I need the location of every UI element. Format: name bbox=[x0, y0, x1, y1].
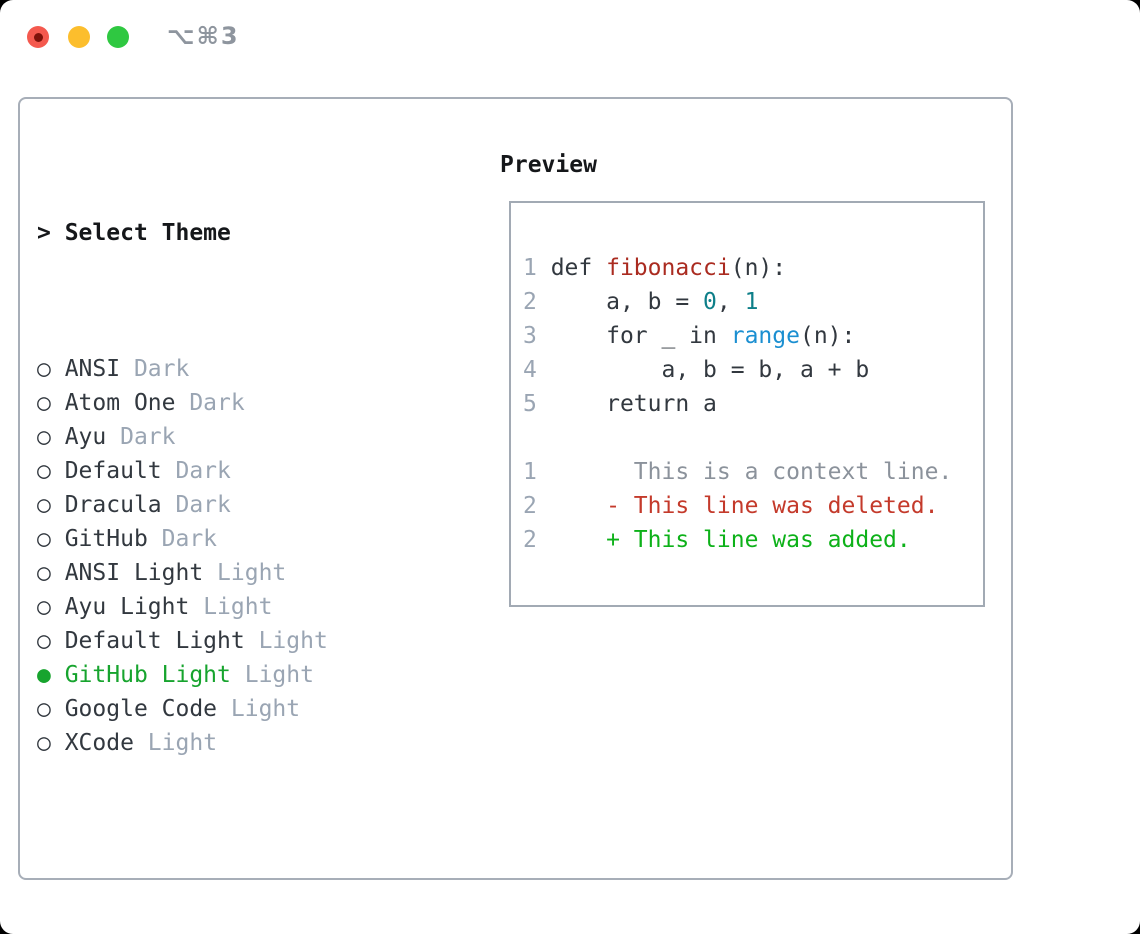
theme-settings-panel: >Select Theme ○ ANSI Dark○ Atom One Dark… bbox=[18, 97, 1013, 880]
code-token-plain: def bbox=[550, 255, 607, 281]
radio-unselected-icon: ○ bbox=[37, 730, 51, 756]
code-token-plain: for _ in bbox=[550, 323, 731, 349]
line-number: 2 bbox=[523, 289, 551, 315]
spacer bbox=[37, 862, 425, 896]
theme-selector-column: >Select Theme ○ ANSI Dark○ Atom One Dark… bbox=[37, 148, 425, 934]
theme-variant: Dark bbox=[106, 424, 176, 450]
theme-variant: Light bbox=[189, 594, 273, 620]
select-theme-title: Select Theme bbox=[64, 220, 231, 246]
radio-unselected-icon: ○ bbox=[37, 424, 51, 450]
theme-option-google-code[interactable]: ○ Google Code Light bbox=[37, 692, 425, 726]
diff-line-added: 2 + This line was added. bbox=[523, 523, 952, 557]
radio-unselected-icon: ○ bbox=[37, 492, 51, 518]
theme-name: GitHub Light bbox=[50, 662, 231, 688]
theme-name: Ayu bbox=[50, 424, 107, 450]
code-line: 1 def fibonacci(n): bbox=[523, 251, 952, 285]
theme-variant: Dark bbox=[147, 526, 218, 552]
theme-variant: Dark bbox=[161, 492, 231, 518]
spacer bbox=[523, 421, 952, 455]
minimize-button[interactable] bbox=[68, 26, 90, 48]
radio-unselected-icon: ○ bbox=[37, 560, 51, 586]
theme-list: ○ ANSI Dark○ Atom One Dark○ Ayu Dark○ De… bbox=[37, 352, 425, 760]
theme-name: GitHub bbox=[50, 526, 148, 552]
preview-title: Preview bbox=[500, 152, 597, 178]
radio-unselected-icon: ○ bbox=[37, 458, 51, 484]
code-token-plain: a, b = bbox=[550, 289, 704, 315]
code-token-plain: a, b = b, a + b bbox=[550, 357, 870, 383]
theme-name: ANSI Light bbox=[50, 560, 204, 586]
code-line: 3 for _ in range(n): bbox=[523, 319, 952, 353]
theme-option-xcode[interactable]: ○ XCode Light bbox=[37, 726, 425, 760]
theme-name: ANSI bbox=[50, 356, 121, 382]
code-line: 4 a, b = b, a + b bbox=[523, 353, 952, 387]
theme-name: Default bbox=[50, 458, 162, 484]
radio-unselected-icon: ○ bbox=[37, 390, 51, 416]
code-token-plain: return a bbox=[550, 391, 717, 417]
theme-variant: Dark bbox=[161, 458, 231, 484]
theme-option-ayu[interactable]: ○ Ayu Dark bbox=[37, 420, 425, 454]
radio-unselected-icon: ○ bbox=[37, 594, 51, 620]
code-token-number: 1 bbox=[744, 289, 759, 315]
diff-text: + This line was added. bbox=[550, 527, 911, 553]
titlebar[interactable]: ⌥⌘3 bbox=[0, 0, 1140, 76]
code-token-function: fibonacci bbox=[606, 255, 731, 281]
theme-option-github[interactable]: ○ GitHub Dark bbox=[37, 522, 425, 556]
theme-option-dracula[interactable]: ○ Dracula Dark bbox=[37, 488, 425, 522]
theme-variant: Light bbox=[133, 730, 218, 756]
diff-line-context: 1 This is a context line. bbox=[523, 455, 952, 489]
theme-name: Google Code bbox=[50, 696, 218, 722]
select-theme-header: > Select Theme bbox=[37, 216, 425, 250]
theme-option-github-light[interactable]: ● GitHub Light Light bbox=[37, 658, 425, 692]
cursor-icon: > bbox=[37, 220, 51, 246]
line-number: 2 bbox=[523, 493, 551, 519]
diff-text: - This line was deleted. bbox=[550, 493, 939, 519]
theme-variant: Light bbox=[244, 628, 328, 654]
code-token-plain: , bbox=[716, 289, 745, 315]
radio-unselected-icon: ○ bbox=[37, 356, 51, 382]
theme-option-ansi-light[interactable]: ○ ANSI Light Light bbox=[37, 556, 425, 590]
radio-selected-icon: ● bbox=[37, 662, 51, 688]
theme-variant: Light bbox=[230, 662, 314, 688]
code-token-number: 0 bbox=[703, 289, 717, 315]
theme-variant: Dark bbox=[120, 356, 190, 382]
theme-name: Default Light bbox=[50, 628, 245, 654]
theme-variant: Dark bbox=[175, 390, 245, 416]
radio-unselected-icon: ○ bbox=[37, 628, 51, 654]
code-token-plain: (n): bbox=[799, 323, 856, 349]
theme-name: XCode bbox=[50, 730, 134, 756]
radio-unselected-icon: ○ bbox=[37, 526, 51, 552]
theme-option-default-light[interactable]: ○ Default Light Light bbox=[37, 624, 425, 658]
line-number: 1 bbox=[523, 255, 551, 281]
line-number: 3 bbox=[523, 323, 551, 349]
theme-variant: Light bbox=[203, 560, 287, 586]
theme-name: Atom One bbox=[50, 390, 176, 416]
code-line: 2 a, b = 0, 1 bbox=[523, 285, 952, 319]
diff-line-deleted: 2 - This line was deleted. bbox=[523, 489, 952, 523]
close-button[interactable] bbox=[27, 26, 49, 48]
theme-name: Dracula bbox=[50, 492, 162, 518]
radio-unselected-icon: ○ bbox=[37, 696, 51, 722]
theme-option-ansi[interactable]: ○ ANSI Dark bbox=[37, 352, 425, 386]
diff-text: This is a context line. bbox=[550, 459, 953, 485]
theme-option-default[interactable]: ○ Default Dark bbox=[37, 454, 425, 488]
code-token-builtin: range bbox=[730, 323, 800, 349]
theme-name: Ayu Light bbox=[50, 594, 190, 620]
theme-variant: Light bbox=[217, 696, 301, 722]
line-number: 4 bbox=[523, 357, 551, 383]
line-number: 2 bbox=[523, 527, 551, 553]
code-line: 5 return a bbox=[523, 387, 952, 421]
code-token-plain: (n): bbox=[730, 255, 787, 281]
theme-option-atom-one[interactable]: ○ Atom One Dark bbox=[37, 386, 425, 420]
theme-option-ayu-light[interactable]: ○ Ayu Light Light bbox=[37, 590, 425, 624]
line-number: 1 bbox=[523, 459, 551, 485]
zoom-button[interactable] bbox=[107, 26, 129, 48]
window-shortcut-label: ⌥⌘3 bbox=[167, 22, 240, 50]
close-indicator-dot-icon bbox=[33, 32, 43, 42]
line-number: 5 bbox=[523, 391, 551, 417]
